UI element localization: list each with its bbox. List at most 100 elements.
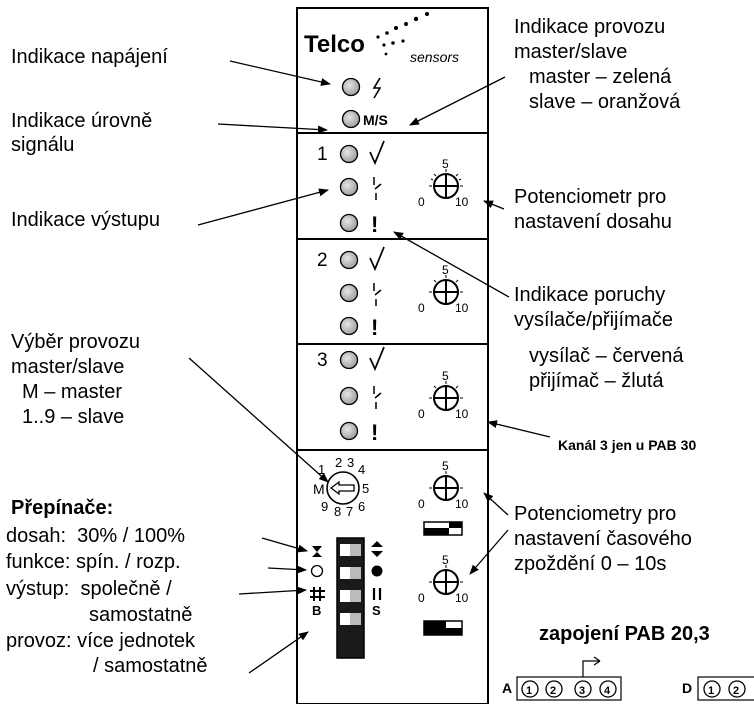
svg-text:10: 10 xyxy=(455,301,469,315)
range-potentiometer: 5 0 10 xyxy=(418,369,469,421)
svg-text:3: 3 xyxy=(579,685,585,697)
terminal-block-a: A 1 2 3 4 xyxy=(502,656,622,701)
label-time-pots-line1: Potenciometry pro xyxy=(514,503,677,525)
fault-led xyxy=(339,421,359,441)
signal-led xyxy=(339,144,359,164)
label-switch-output-cont: samostatně xyxy=(89,604,193,626)
svg-text:2: 2 xyxy=(335,455,342,470)
arrow-signal xyxy=(217,123,328,134)
svg-text:9: 9 xyxy=(321,499,328,514)
function-nc-icon xyxy=(371,565,383,577)
label-fault-line3: vysílač – červená xyxy=(529,345,684,367)
svg-text:2: 2 xyxy=(550,685,556,697)
range-high-icon xyxy=(371,541,383,557)
arrow-output xyxy=(197,188,329,226)
channel-3: 3 ! 5 0 10 xyxy=(317,346,469,445)
svg-text:7: 7 xyxy=(346,504,353,519)
range-potentiometer: 5 0 10 xyxy=(418,263,469,315)
label-fault-line4: přijímač – žlutá xyxy=(529,370,664,392)
logo-telco: Telco xyxy=(304,31,365,58)
svg-text:10: 10 xyxy=(455,407,469,421)
delay-off-symbol-fill xyxy=(424,621,446,635)
arrow-time-pot-1 xyxy=(483,492,509,516)
delay-on-symbol-fill-top xyxy=(449,522,462,528)
svg-text:M: M xyxy=(313,481,325,497)
output-contact-icon xyxy=(373,177,382,200)
check-icon xyxy=(369,140,385,166)
svg-text:5: 5 xyxy=(442,157,449,171)
arrow-channel3 xyxy=(487,420,551,438)
svg-text:0: 0 xyxy=(418,591,425,605)
delay-off-symbol-fill-b xyxy=(446,628,462,635)
arrow-ms xyxy=(409,76,506,126)
check-icon xyxy=(369,346,385,372)
svg-text:10: 10 xyxy=(455,591,469,605)
arrow-power xyxy=(229,60,331,86)
label-channel3-note: Kanál 3 jen u PAB 30 xyxy=(558,437,697,453)
arrow-mode xyxy=(188,357,329,483)
svg-text:5: 5 xyxy=(362,481,369,496)
function-no-icon xyxy=(310,564,324,578)
mode-selector-dial: 2 3 4 1 M 5 9 6 8 7 xyxy=(313,455,369,519)
arrow-operation-switch xyxy=(248,631,309,674)
arrow-function-switch xyxy=(267,565,307,574)
exclamation-icon: ! xyxy=(371,315,378,340)
logo-dots-icon xyxy=(376,12,429,56)
label-signal-level-line2: signálu xyxy=(11,134,75,156)
arrow-time-pot-2 xyxy=(469,529,509,575)
svg-text:6: 6 xyxy=(358,499,365,514)
svg-text:1: 1 xyxy=(708,685,714,697)
terminal-d-letter: D xyxy=(682,680,692,696)
label-potentiometer-line2: nastavení dosahu xyxy=(514,211,672,233)
svg-text:10: 10 xyxy=(455,497,469,511)
output-common-icon xyxy=(310,587,325,601)
svg-text:8: 8 xyxy=(334,504,341,519)
lightning-icon xyxy=(372,77,382,99)
label-time-pots-line2: nastavení časového xyxy=(514,528,692,550)
label-switch-function: funkce: spín. / rozp. xyxy=(6,551,181,573)
label-potentiometer-line1: Potenciometr pro xyxy=(514,186,667,208)
channel-2: 2 ! 5 0 10 xyxy=(317,246,469,340)
svg-text:2: 2 xyxy=(733,685,739,697)
switch-b-label: B xyxy=(312,603,321,618)
delay-potentiometer-2: 5 0 10 xyxy=(418,553,469,605)
arrow-fault xyxy=(393,231,510,298)
range-potentiometer: 5 0 10 xyxy=(418,157,469,209)
svg-text:5: 5 xyxy=(442,369,449,383)
svg-text:1: 1 xyxy=(318,462,325,477)
ms-label: M/S xyxy=(363,112,388,128)
label-ms-indication-line4: slave – oranžová xyxy=(529,91,681,113)
label-ms-indication-line1: Indikace provozu xyxy=(514,16,666,38)
range-low-icon xyxy=(312,546,322,557)
output-led xyxy=(339,177,359,197)
channel-1: 1 ! 5 0 10 xyxy=(317,140,469,237)
ms-led xyxy=(341,109,361,129)
label-switch-operation-cont: / samostatně xyxy=(93,655,208,677)
label-ms-indication-line2: master/slave xyxy=(514,41,628,63)
channel-number: 1 xyxy=(317,144,328,165)
label-mode-select-line4: 1..9 – slave xyxy=(22,406,125,428)
exclamation-icon: ! xyxy=(371,212,378,237)
label-switch-output: výstup: společně / xyxy=(6,578,172,600)
svg-text:1: 1 xyxy=(526,685,532,697)
label-signal-level-line1: Indikace úrovně xyxy=(11,110,153,132)
label-fault-line2: vysílače/přijímače xyxy=(514,309,673,331)
delay-potentiometer-1: 5 0 10 xyxy=(418,459,469,511)
svg-text:0: 0 xyxy=(418,195,425,209)
svg-text:0: 0 xyxy=(418,497,425,511)
power-led xyxy=(341,77,361,97)
svg-text:4: 4 xyxy=(358,462,365,477)
label-power-indication: Indikace napájení xyxy=(11,46,168,68)
terminal-a-letter: A xyxy=(502,680,512,696)
label-switches-title: Přepínače: xyxy=(11,497,114,519)
svg-text:5: 5 xyxy=(442,553,449,567)
channel-number: 3 xyxy=(317,350,328,371)
label-mode-select-line1: Výběr provozu xyxy=(11,331,140,353)
svg-text:5: 5 xyxy=(442,459,449,473)
label-time-pots-line3: zpoždění 0 – 10s xyxy=(514,553,667,575)
svg-text:4: 4 xyxy=(604,685,611,697)
label-switch-operation: provoz: více jednotek xyxy=(6,630,195,652)
label-output-indication: Indikace výstupu xyxy=(11,209,160,231)
output-contact-icon xyxy=(373,386,382,409)
